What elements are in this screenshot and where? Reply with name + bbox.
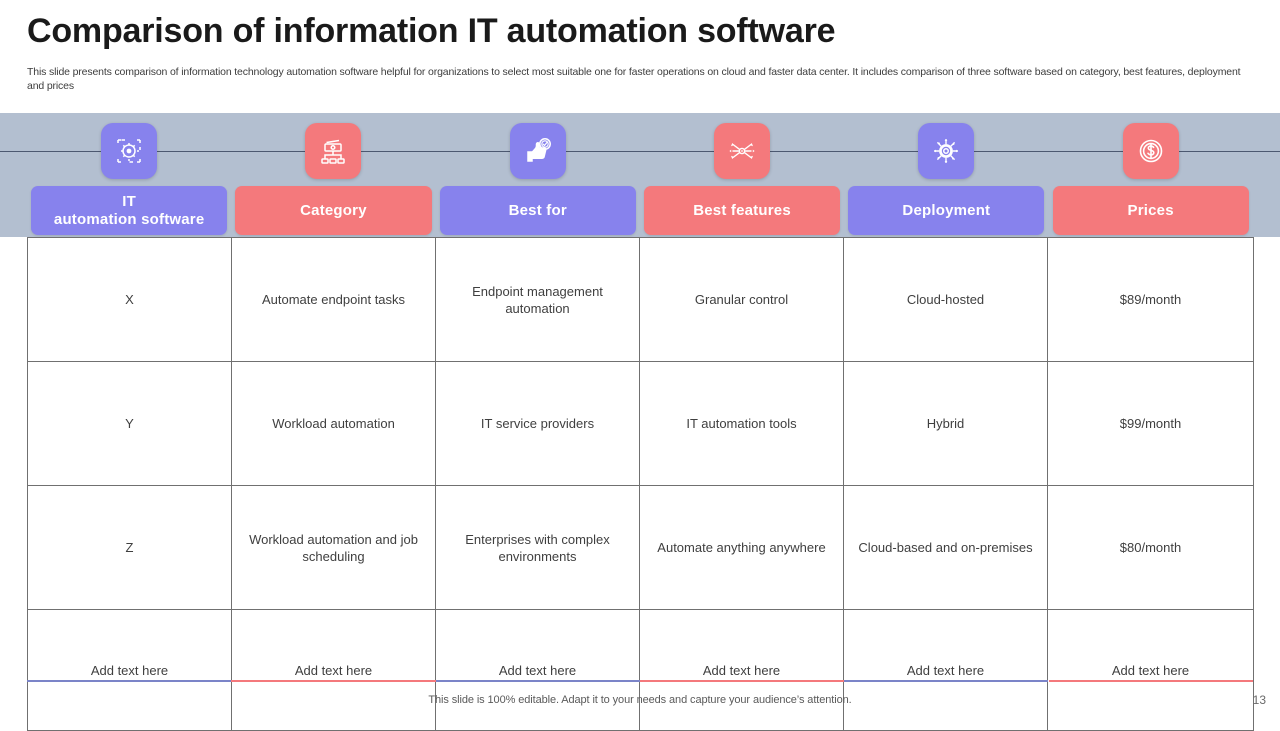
table-cell[interactable]: Z — [27, 485, 232, 610]
icon-tile-it-automation-software — [101, 123, 158, 179]
table-cell[interactable]: Cloud-hosted — [843, 237, 1048, 362]
icon-tile-best-features — [714, 123, 771, 179]
table-cell[interactable]: Endpoint management automation — [435, 237, 640, 362]
table-cell[interactable]: $99/month — [1047, 361, 1254, 486]
table-row: Y Workload automation IT service provide… — [27, 361, 1254, 486]
table-cell[interactable]: $89/month — [1047, 237, 1254, 362]
table-cell[interactable]: Hybrid — [843, 361, 1048, 486]
column-header-category[interactable]: Category — [235, 186, 432, 235]
comparison-table: X Automate endpoint tasks Endpoint manag… — [27, 237, 1254, 731]
accent-segment — [435, 680, 640, 682]
page-number: 13 — [1252, 693, 1266, 707]
table-cell[interactable]: Add text here — [843, 609, 1048, 731]
table-cell[interactable]: X — [27, 237, 232, 362]
table-cell[interactable]: Automate endpoint tasks — [231, 237, 436, 362]
accent-segment — [844, 680, 1049, 682]
table-cell[interactable]: Enterprises with complex environments — [435, 485, 640, 610]
table-row: Add text here Add text here Add text her… — [27, 609, 1254, 731]
icon-tile-prices — [1122, 123, 1179, 179]
table-cell[interactable]: Workload automation and job scheduling — [231, 485, 436, 610]
icon-tile-category — [305, 123, 362, 179]
table-cell[interactable]: IT service providers — [435, 361, 640, 486]
accent-segment — [1048, 680, 1253, 682]
dollar-coin-icon — [1135, 135, 1167, 167]
table-cell[interactable]: Cloud-based and on-premises — [843, 485, 1048, 610]
page-title: Comparison of information IT automation … — [27, 12, 836, 50]
table-cell[interactable]: Add text here — [639, 609, 844, 731]
org-chart-server-icon — [317, 135, 349, 167]
table-cell[interactable]: Y — [27, 361, 232, 486]
gear-burst-icon — [930, 135, 962, 167]
column-header-prices[interactable]: Prices — [1052, 186, 1249, 235]
table-cell[interactable]: Add text here — [1047, 609, 1254, 731]
table-cell[interactable]: Workload automation — [231, 361, 436, 486]
accent-segment — [27, 680, 232, 682]
icon-tile-deployment — [918, 123, 975, 179]
column-header-best-features[interactable]: Best features — [643, 186, 841, 235]
table-cell[interactable]: Granular control — [639, 237, 844, 362]
accent-segment — [231, 680, 436, 682]
footer-note: This slide is 100% editable. Adapt it to… — [428, 694, 852, 706]
table-cell[interactable]: Add text here — [231, 609, 436, 731]
accent-segment — [639, 680, 845, 682]
gear-network-icon — [113, 135, 145, 167]
table-bottom-accent — [27, 680, 1253, 682]
band-horizontal-rule — [0, 151, 1280, 152]
table-cell[interactable]: $80/month — [1047, 485, 1254, 610]
thumbs-up-check-icon — [522, 135, 554, 167]
column-header-deployment[interactable]: Deployment — [848, 186, 1045, 235]
comparison-table-body: X Automate endpoint tasks Endpoint manag… — [27, 237, 1254, 731]
page-subtitle: This slide presents comparison of inform… — [27, 66, 1241, 92]
title-block: Comparison of information IT automation … — [0, 0, 1280, 113]
table-cell[interactable]: Add text here — [435, 609, 640, 731]
table-row: X Automate endpoint tasks Endpoint manag… — [27, 237, 1254, 362]
table-cell[interactable]: IT automation tools — [639, 361, 844, 486]
network-nodes-icon — [726, 135, 758, 167]
table-cell[interactable]: Add text here — [27, 609, 232, 731]
icon-tile-best-for — [509, 123, 566, 179]
table-cell[interactable]: Automate anything anywhere — [639, 485, 844, 610]
column-header-best-for[interactable]: Best for — [439, 186, 636, 235]
table-row: Z Workload automation and job scheduling… — [27, 485, 1254, 610]
